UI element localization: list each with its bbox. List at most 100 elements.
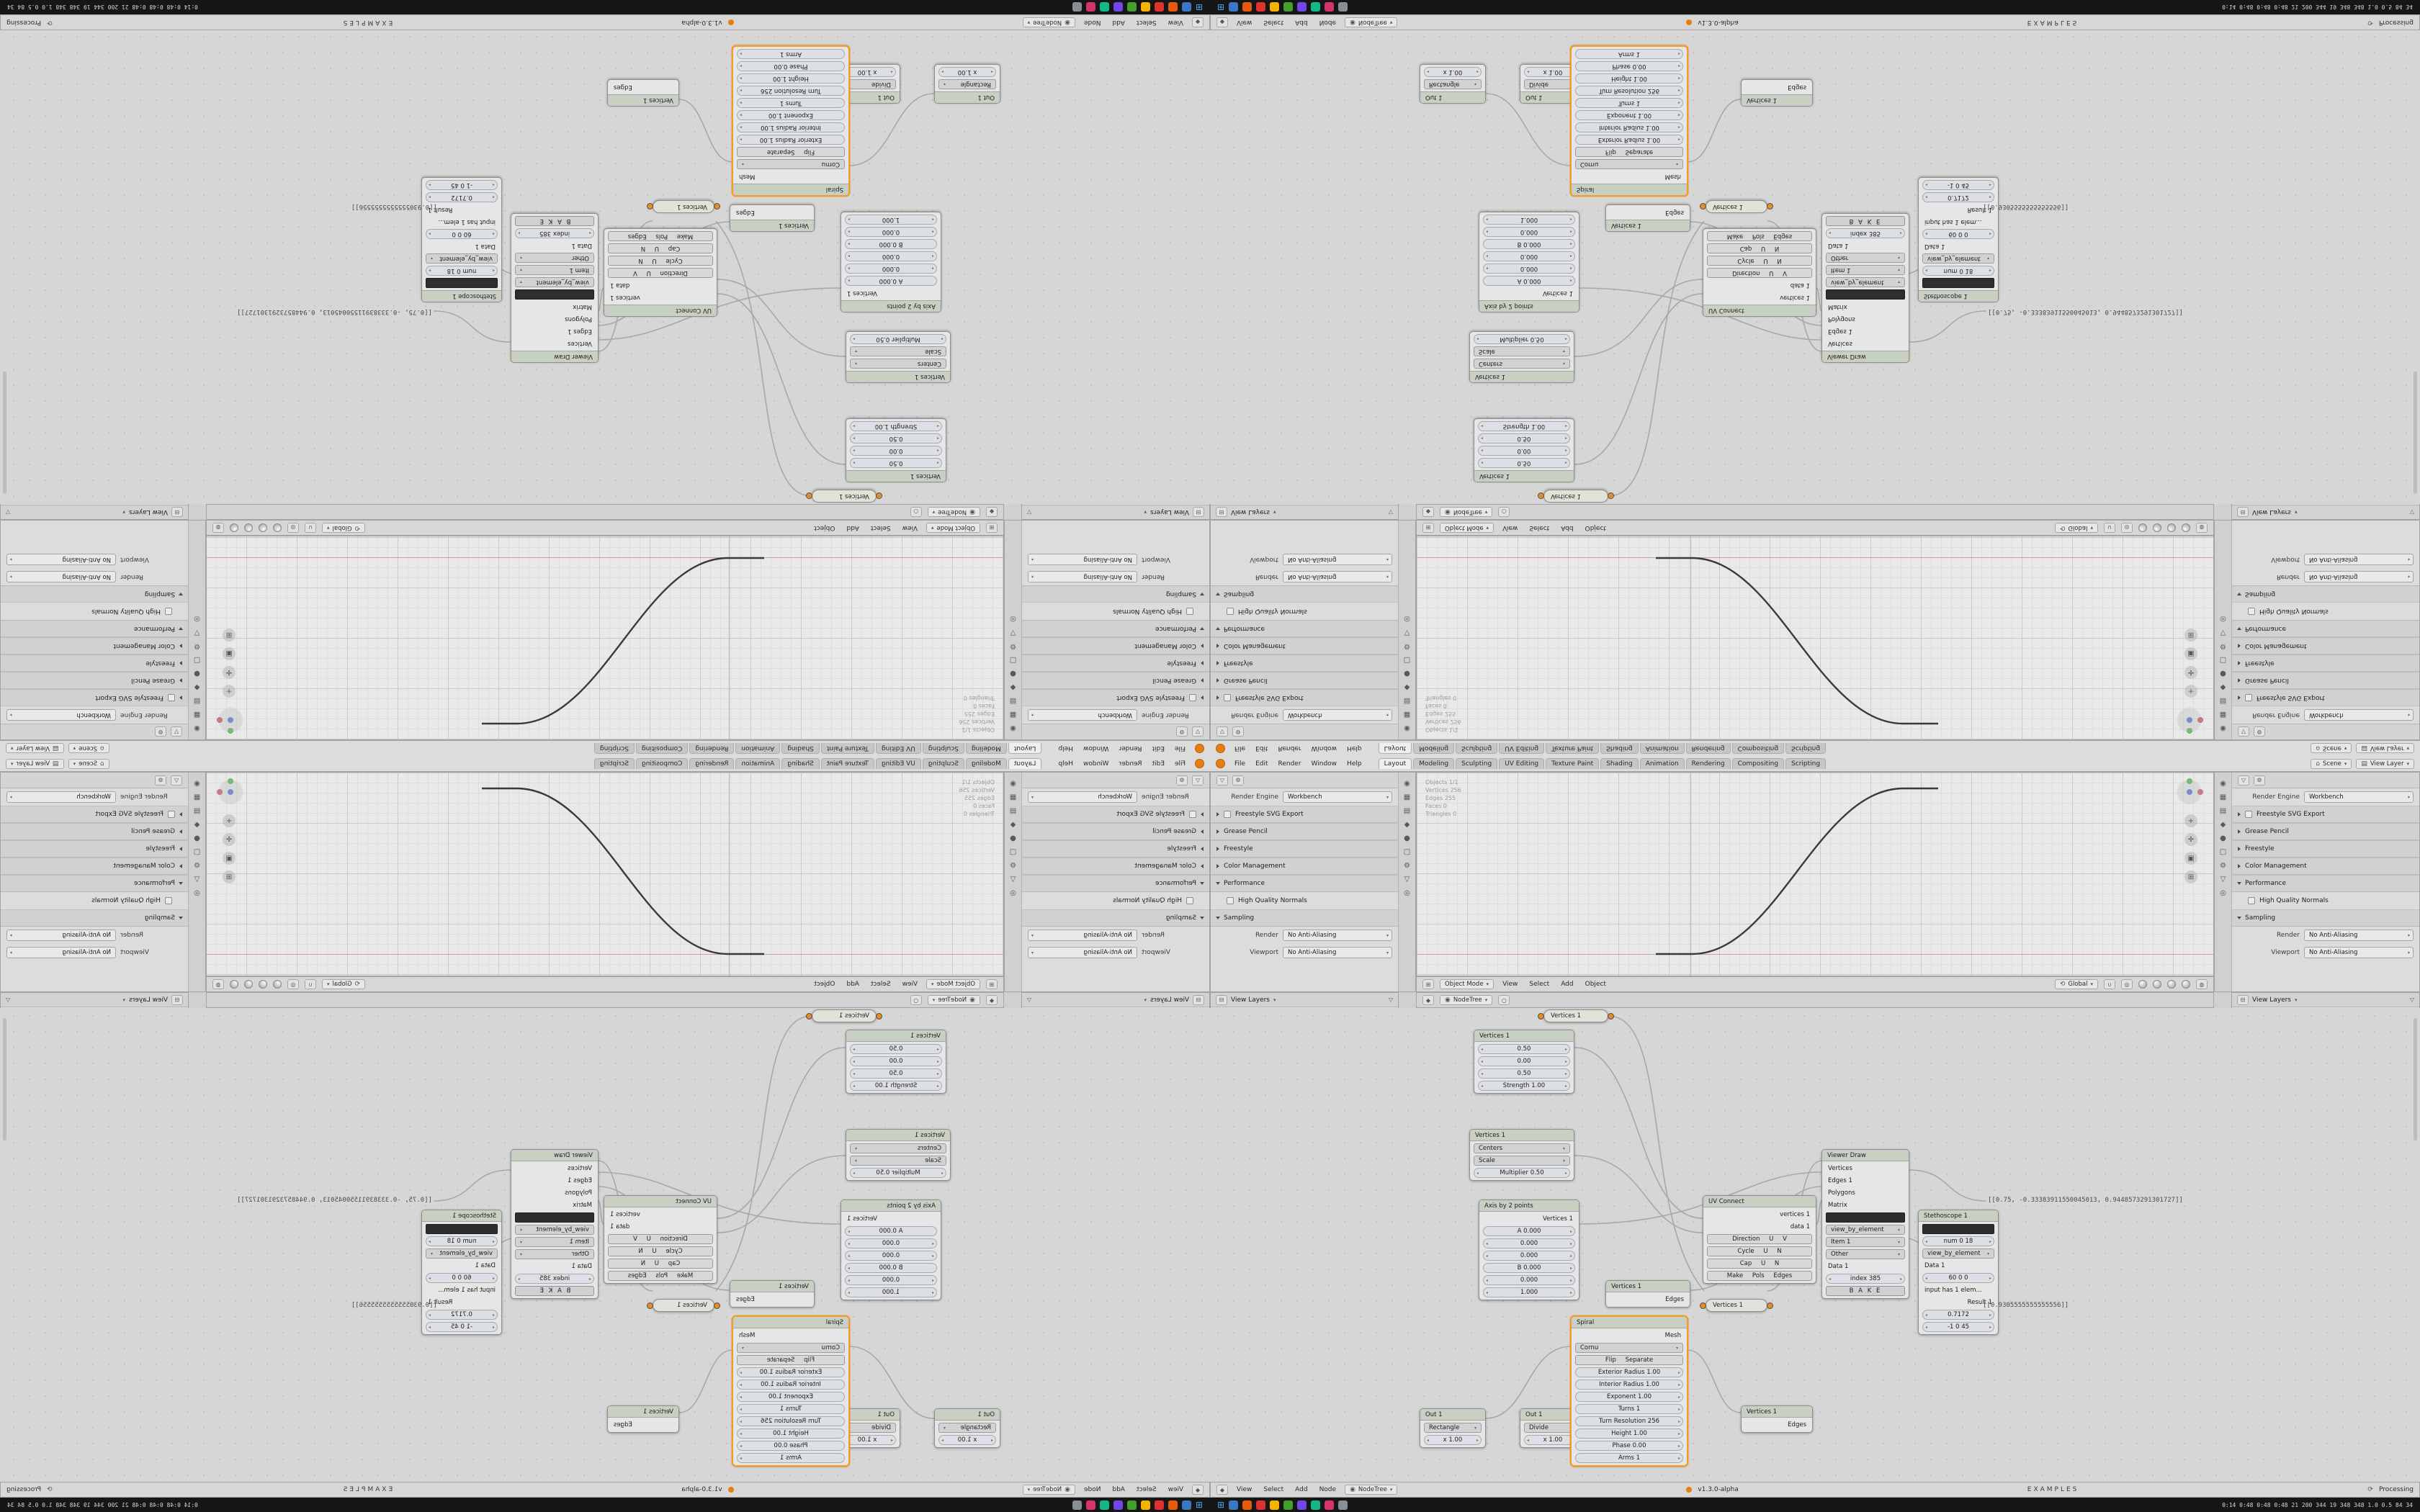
node-field[interactable]: 60 0 0 xyxy=(1922,229,1994,239)
menu-view[interactable]: View xyxy=(902,981,918,988)
node-title[interactable]: Vertices 1 xyxy=(730,1281,814,1292)
node-field[interactable]: 1.000 xyxy=(1483,215,1575,225)
node-title[interactable]: UV Connect xyxy=(1703,305,1816,316)
node-field[interactable]: 1.000 xyxy=(1483,1287,1575,1297)
node-vertices-edges[interactable]: Vertices 1 Edges xyxy=(1605,204,1690,232)
tab-output-icon[interactable]: ▦ xyxy=(1403,793,1411,801)
workspace-tab-texpaint[interactable]: Texture Paint xyxy=(1546,758,1600,769)
panel-freestyle-svg[interactable]: Freestyle SVG Export xyxy=(1211,689,1398,706)
taskbar-app-icon[interactable] xyxy=(1140,1500,1150,1510)
panel-sampling[interactable]: Sampling xyxy=(1,909,188,927)
taskbar-app-icon[interactable] xyxy=(1113,1500,1123,1510)
node-dropdown[interactable]: Centers xyxy=(850,1143,946,1153)
node-title[interactable]: Axis by 2 points xyxy=(1479,1200,1579,1212)
render-aa-dropdown[interactable]: No Anti-Aliasing xyxy=(6,571,116,582)
node-title[interactable]: Spiral xyxy=(733,184,848,195)
outliner-display-icon[interactable]: ⊟ xyxy=(171,994,183,1005)
node-field[interactable]: num 0 18 xyxy=(1922,266,1994,276)
shading-rendered-icon[interactable] xyxy=(2182,523,2190,532)
node-stethoscope[interactable]: Stethoscope 1 num 0 18 view_by_element D… xyxy=(421,177,502,302)
freestyle-svg-checkbox[interactable] xyxy=(2245,694,2252,701)
taskbar-app-icon[interactable] xyxy=(1154,2,1164,12)
node-dropdown[interactable]: Item 1 xyxy=(1826,1237,1905,1247)
node-field[interactable]: Turn Resolution 256 xyxy=(1575,1416,1683,1426)
workspace-tab-rendering[interactable]: Rendering xyxy=(1685,758,1731,769)
node-vertices-values[interactable]: Vertices 1 0.50 0.00 0.50 Strength 1.00 xyxy=(846,1030,946,1094)
outliner-display-icon[interactable]: ⊟ xyxy=(1193,507,1204,518)
node-output-socket[interactable]: Vertices 1 xyxy=(1483,1214,1575,1224)
menu-edit[interactable]: Edit xyxy=(1152,744,1165,752)
render-engine-dropdown[interactable]: Workbench xyxy=(2304,709,2414,721)
workspace-tab-texpaint[interactable]: Texture Paint xyxy=(820,758,874,769)
menu-view[interactable]: View xyxy=(1237,19,1252,26)
node-dropdown[interactable]: Cornu xyxy=(737,159,845,169)
node-input-socket[interactable]: Vertices xyxy=(1826,338,1905,348)
gizmo-y-axis[interactable] xyxy=(228,717,233,723)
menu-add[interactable]: Add xyxy=(1561,981,1574,988)
shading-solid-icon[interactable] xyxy=(2153,980,2161,989)
panel-color-management[interactable]: Color Management xyxy=(1022,637,1209,654)
node-dropdown[interactable]: view_by_element xyxy=(1826,277,1905,287)
outliner-display-icon[interactable]: ⊟ xyxy=(1193,994,1204,1005)
pivot-dropdown[interactable]: ⟲ Global ▾ xyxy=(2054,979,2098,989)
node-title[interactable]: Viewer Draw xyxy=(1822,1150,1909,1161)
tab-output-icon[interactable]: ▦ xyxy=(1403,711,1411,719)
node-title[interactable]: Vertices 1 xyxy=(608,1406,678,1418)
node-output-socket[interactable]: Edges xyxy=(611,1420,675,1430)
hq-normals-checkbox[interactable] xyxy=(1227,897,1234,904)
gizmo-z-axis[interactable] xyxy=(2187,728,2192,734)
node-toggle-row[interactable]: Cap U N xyxy=(608,243,713,253)
node-title[interactable]: Stethoscope 1 xyxy=(1919,1210,1998,1222)
node-dropdown[interactable]: Centers xyxy=(1474,1143,1570,1153)
node-field[interactable]: Multiplier 0.50 xyxy=(1474,334,1570,344)
menu-render[interactable]: Render xyxy=(1278,760,1301,768)
menu-render[interactable]: Render xyxy=(1119,760,1142,768)
node-field[interactable]: 0.50 xyxy=(850,1068,942,1079)
tab-object-icon[interactable]: □ xyxy=(193,656,201,664)
properties-breadcrumb-icon[interactable]: ⚙ xyxy=(1176,775,1188,786)
node-title[interactable]: Out 1 xyxy=(935,91,1000,103)
zoom-tool-icon[interactable]: + xyxy=(2184,685,2197,698)
tab-data-icon[interactable]: ▽ xyxy=(1404,876,1410,883)
node-field[interactable]: Exponent 1.00 xyxy=(1575,110,1683,120)
node-output-socket[interactable]: Result 1 xyxy=(1922,1297,1994,1308)
menu-edit[interactable]: Edit xyxy=(1255,760,1268,768)
node-field[interactable]: Interior Radius 1.00 xyxy=(1575,1380,1683,1390)
node-vertices-values[interactable]: Vertices 1 0.50 0.00 0.50 Strength 1.00 xyxy=(1474,1030,1574,1094)
editor-type-icon[interactable]: ⊞ xyxy=(1422,979,1434,989)
node-stethoscope[interactable]: Stethoscope 1 num 0 18 view_by_element D… xyxy=(1918,177,1999,302)
node-title[interactable]: Vertices 1 xyxy=(846,1030,946,1042)
panel-freestyle-svg[interactable]: Freestyle SVG Export xyxy=(2232,689,2419,706)
node-field[interactable]: index 385 xyxy=(1826,228,1905,238)
render-engine-dropdown[interactable]: Workbench xyxy=(1028,709,1137,721)
taskbar-app-icon[interactable] xyxy=(1256,2,1266,12)
menu-view[interactable]: View xyxy=(1502,981,1518,988)
taskbar-app-icon[interactable] xyxy=(1256,1500,1266,1510)
node-axis-2-points[interactable]: Axis by 2 points Vertices 1 A 0.000 0.00… xyxy=(1479,212,1579,312)
node-title[interactable]: Axis by 2 points xyxy=(841,1200,941,1212)
node-title[interactable]: Out 1 xyxy=(1420,1409,1485,1421)
node-dropdown[interactable]: view_by_element xyxy=(1922,1248,1994,1259)
node-output-socket[interactable]: Mesh xyxy=(1575,171,1683,181)
start-button-icon[interactable]: ⊞ xyxy=(1217,1500,1225,1510)
node-output-socket[interactable]: data 1 xyxy=(1707,280,1812,290)
blender-logo-icon[interactable] xyxy=(1216,759,1225,768)
outliner-display-icon[interactable]: ⊟ xyxy=(171,507,183,518)
properties-breadcrumb-icon[interactable]: ⚙ xyxy=(1232,726,1244,737)
taskbar-app-icon[interactable] xyxy=(1229,1500,1239,1510)
editor-type-icon[interactable]: ◆ xyxy=(1192,17,1204,27)
panel-color-management[interactable]: Color Management xyxy=(1211,637,1398,654)
node-dropdown[interactable]: Cornu xyxy=(1575,159,1683,169)
node-title[interactable]: UV Connect xyxy=(604,1196,717,1207)
viewport-aa-dropdown[interactable]: No Anti-Aliasing xyxy=(1028,947,1137,958)
node-field[interactable]: 0.50 xyxy=(850,1044,942,1054)
ortho-toggle-icon[interactable]: ⊞ xyxy=(223,870,236,883)
node-input-socket[interactable]: Data 1 xyxy=(1826,1261,1905,1272)
node-field[interactable]: 0.00 xyxy=(1478,446,1570,456)
node-toggle-row[interactable]: Flip Separate xyxy=(1575,1355,1683,1365)
panel-color-management[interactable]: Color Management xyxy=(2232,637,2419,654)
panel-freestyle[interactable]: Freestyle xyxy=(1,840,188,858)
node-field[interactable]: Interior Radius 1.00 xyxy=(737,122,845,132)
workspace-tab-shading[interactable]: Shading xyxy=(1600,758,1639,769)
node-vertices-centers[interactable]: Vertices 1 Centers Scale Multiplier 0.50 xyxy=(846,1129,951,1181)
